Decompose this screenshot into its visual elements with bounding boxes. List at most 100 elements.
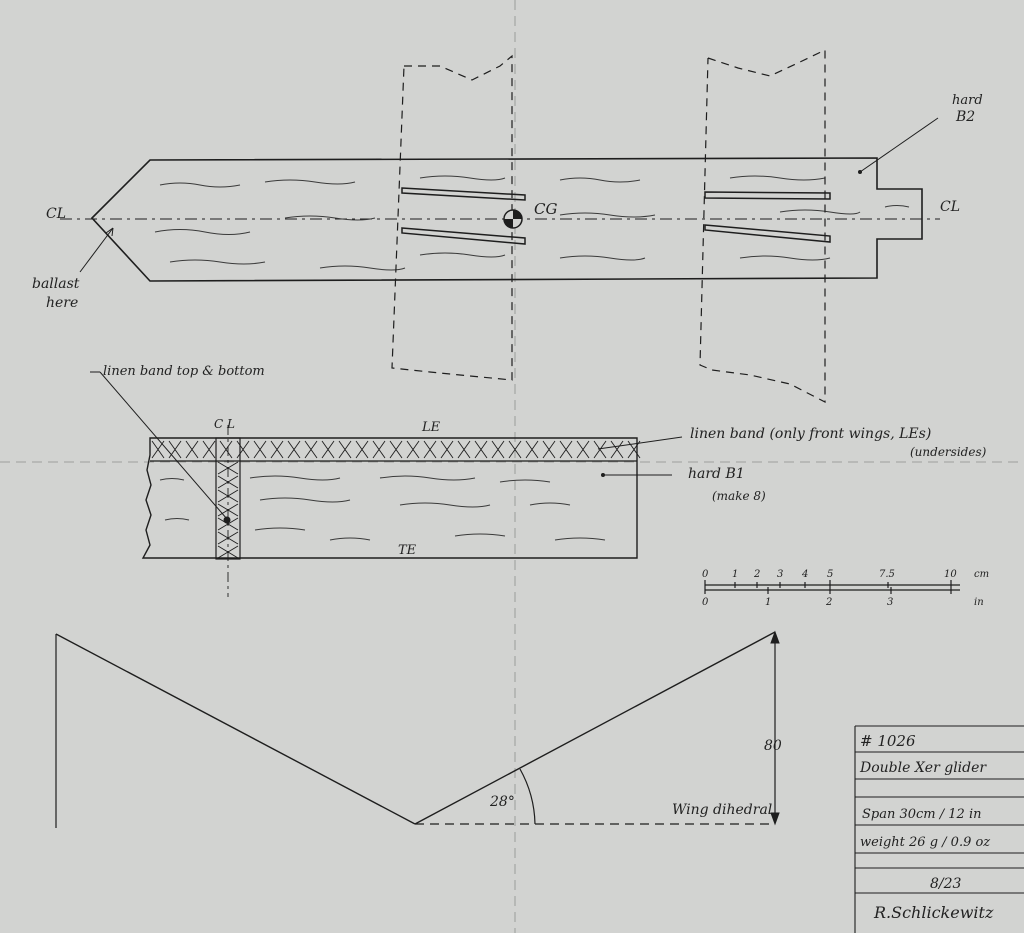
in-unit: in bbox=[974, 597, 984, 608]
cm-tick-5: 5 bbox=[827, 569, 833, 580]
in-tick-1: 1 bbox=[765, 597, 771, 608]
b2-leader bbox=[859, 117, 939, 173]
linen-front-leader bbox=[597, 436, 683, 450]
wing-panel-outline bbox=[141, 437, 638, 559]
cm-unit: cm bbox=[974, 569, 989, 580]
le-hatching bbox=[151, 440, 641, 459]
hatch-stroke bbox=[440, 440, 454, 459]
scale-in-ticks: 0 1 2 3 in bbox=[702, 597, 984, 608]
rear-wing-outline bbox=[699, 49, 826, 403]
center-hatching bbox=[217, 461, 239, 559]
cm-tick-3: 3 bbox=[777, 569, 783, 580]
hatch-stroke bbox=[627, 440, 641, 459]
hatch-stroke bbox=[542, 440, 556, 459]
b2-label-line1: hard bbox=[952, 93, 983, 108]
hatch-stroke bbox=[253, 440, 267, 459]
dihedral-diagram bbox=[55, 630, 780, 828]
linen-front-label-line1: linen band (only front wings, LEs) bbox=[690, 426, 931, 442]
hatch-stroke bbox=[321, 440, 335, 459]
hatch-stroke bbox=[217, 517, 239, 531]
cm-tick-10: 10 bbox=[944, 569, 957, 580]
drawing-number: # 1026 bbox=[860, 732, 916, 750]
linen-top-leader bbox=[90, 371, 228, 520]
wing-outlines bbox=[391, 49, 826, 403]
cm-tick-0: 0 bbox=[702, 569, 709, 580]
front-lower-slot bbox=[401, 227, 526, 245]
b2-label-line2: B2 bbox=[955, 109, 975, 125]
wing-cl-label: C L bbox=[214, 417, 235, 431]
dihedral-height: 80 bbox=[764, 738, 782, 754]
front-upper-slot bbox=[401, 187, 526, 201]
hatch-stroke bbox=[593, 440, 607, 459]
hatch-stroke bbox=[576, 440, 590, 459]
hatch-stroke bbox=[304, 440, 318, 459]
model-span: Span 30cm / 12 in bbox=[862, 807, 981, 822]
fuselage-outline bbox=[90, 157, 923, 282]
hatch-stroke bbox=[338, 440, 352, 459]
b1-label-line2: (make 8) bbox=[712, 489, 766, 503]
hatch-stroke bbox=[185, 440, 199, 459]
hatch-stroke bbox=[372, 440, 386, 459]
dihedral-label: Wing dihedral bbox=[672, 802, 772, 818]
cl-label-right: CL bbox=[940, 199, 960, 215]
angle-arc bbox=[519, 768, 536, 825]
model-weight: weight 26 g / 0.9 oz bbox=[860, 835, 990, 850]
in-tick-0: 0 bbox=[702, 597, 709, 608]
right-wing-line bbox=[414, 631, 776, 825]
author-signature: R.Schlickewitz bbox=[873, 903, 994, 922]
hatch-stroke bbox=[270, 440, 284, 459]
model-name: Double Xer glider bbox=[859, 760, 987, 776]
hatch-stroke bbox=[202, 440, 216, 459]
cg-label: CG bbox=[534, 200, 557, 218]
b1-label-line1: hard B1 bbox=[688, 466, 745, 482]
in-tick-2: 2 bbox=[825, 597, 832, 608]
hatch-stroke bbox=[406, 440, 420, 459]
left-wing-line bbox=[55, 633, 416, 825]
hatch-stroke bbox=[219, 440, 233, 459]
hatch-stroke bbox=[236, 440, 250, 459]
hatch-stroke bbox=[355, 440, 369, 459]
hatch-stroke bbox=[217, 531, 239, 545]
ballast-leader bbox=[79, 227, 114, 273]
scale-bar bbox=[704, 580, 960, 594]
cg-symbol bbox=[503, 209, 523, 229]
hatch-stroke bbox=[168, 440, 182, 459]
hatch-stroke bbox=[217, 489, 239, 503]
linen-front-label-line2: (undersides) bbox=[910, 445, 987, 459]
hatch-stroke bbox=[217, 461, 239, 475]
wing-slots bbox=[401, 187, 831, 245]
ballast-label-line1: ballast bbox=[32, 276, 80, 292]
fuselage-drawing bbox=[60, 157, 940, 282]
drawing-date: 8/23 bbox=[930, 876, 962, 892]
hatch-stroke bbox=[491, 440, 505, 459]
hatch-stroke bbox=[423, 440, 437, 459]
scale-cm-ticks: 0 1 2 3 4 5 7.5 10 cm bbox=[702, 569, 989, 580]
hatch-stroke bbox=[217, 475, 239, 489]
hatch-stroke bbox=[474, 440, 488, 459]
in-tick-3: 3 bbox=[887, 597, 893, 608]
te-label: TE bbox=[398, 543, 417, 558]
rear-lower-slot bbox=[704, 224, 831, 243]
cm-tick-1: 1 bbox=[732, 569, 738, 580]
wing-grain bbox=[159, 475, 606, 541]
hatch-stroke bbox=[559, 440, 573, 459]
hatch-stroke bbox=[610, 440, 624, 459]
cl-label-left: CL bbox=[46, 206, 66, 222]
cm-tick-7-5: 7.5 bbox=[879, 569, 895, 580]
hatch-stroke bbox=[457, 440, 471, 459]
dihedral-angle: 28° bbox=[489, 794, 515, 810]
fuselage-grain bbox=[154, 175, 910, 271]
cm-tick-2: 2 bbox=[753, 569, 760, 580]
cm-tick-4: 4 bbox=[801, 569, 808, 580]
title-block bbox=[854, 725, 1024, 933]
ballast-label-line2: here bbox=[46, 295, 78, 311]
hatch-stroke bbox=[217, 503, 239, 517]
linen-top-label: linen band top & bottom bbox=[103, 364, 265, 379]
hatch-stroke bbox=[217, 545, 239, 559]
le-label: LE bbox=[421, 420, 441, 435]
hatch-stroke bbox=[525, 440, 539, 459]
hatch-stroke bbox=[508, 440, 522, 459]
wing-panel bbox=[141, 425, 638, 597]
